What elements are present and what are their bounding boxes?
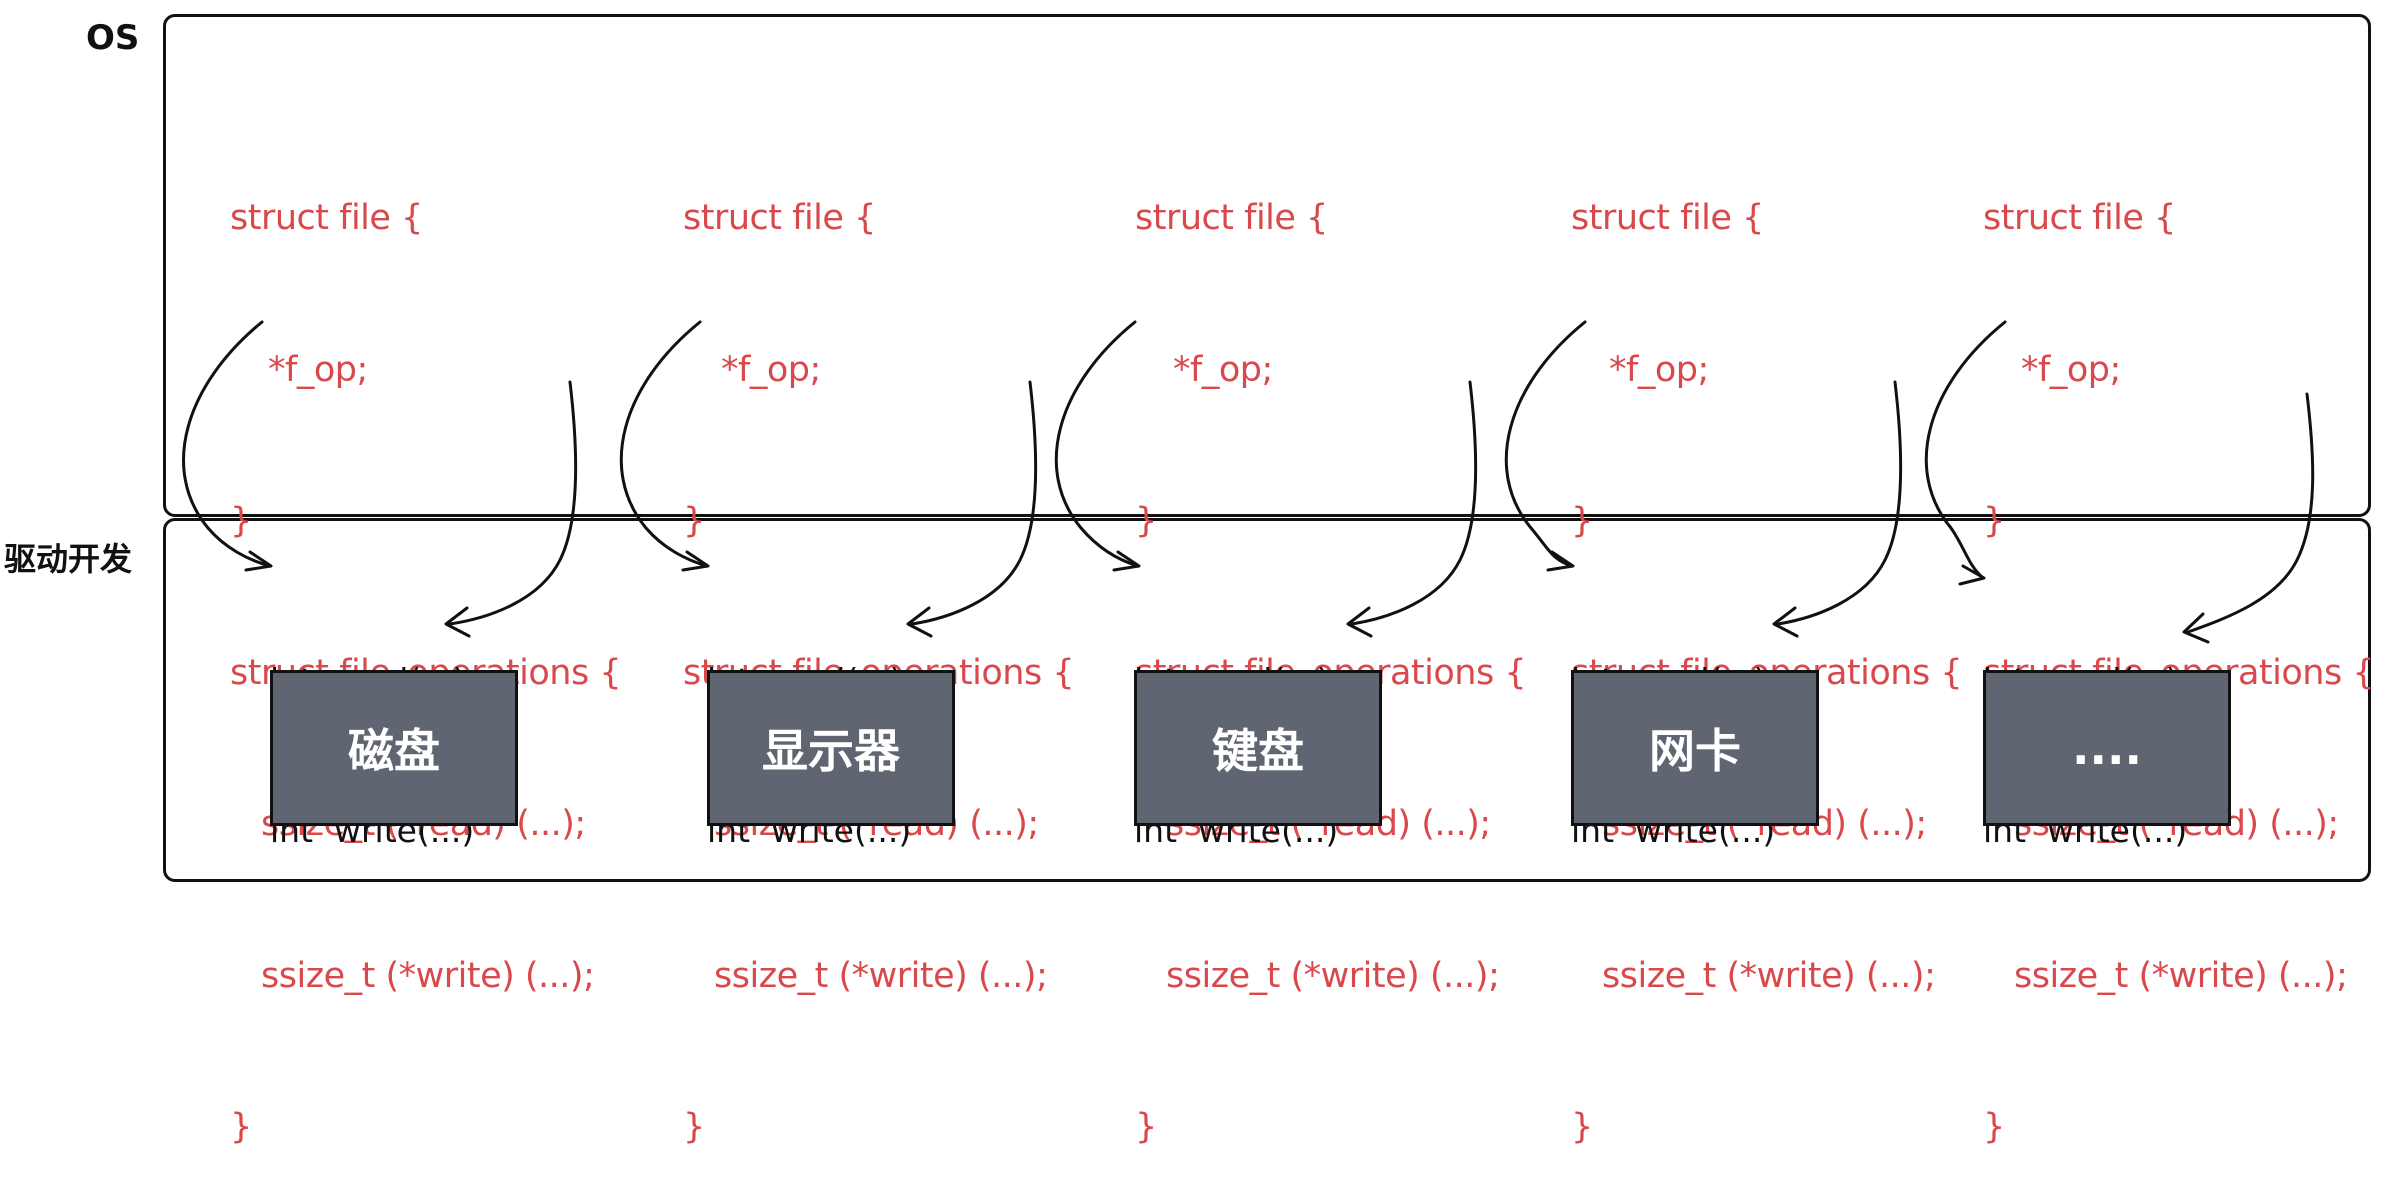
closing-brace-line: } <box>683 1107 705 1147</box>
write-pointer-line: ssize_t (*write) (...); <box>714 955 1048 996</box>
struct-file-line: struct file { <box>1571 198 1764 238</box>
closing-brace-line: } <box>1983 501 2005 541</box>
device-display: 显示器 <box>707 670 955 826</box>
struct-file-line: struct file { <box>683 198 876 238</box>
f-op-line: *f_op; <box>721 349 821 390</box>
os-layer-label: OS <box>86 18 140 58</box>
closing-brace-line: } <box>1571 1107 1593 1147</box>
device-nic: 网卡 <box>1571 670 1819 826</box>
device-disk: 磁盘 <box>270 670 518 826</box>
driver-layer-label: 驱动开发 <box>4 540 133 578</box>
write-pointer-line: ssize_t (*write) (...); <box>2014 955 2348 996</box>
struct-file-line: struct file { <box>230 198 423 238</box>
write-pointer-line: ssize_t (*write) (...); <box>261 955 595 996</box>
closing-brace-line: } <box>1135 1107 1157 1147</box>
write-pointer-line: ssize_t (*write) (...); <box>1602 955 1936 996</box>
f-op-line: *f_op; <box>1173 349 1273 390</box>
closing-brace-line: } <box>1135 501 1157 541</box>
closing-brace-line: } <box>230 501 252 541</box>
closing-brace-line: } <box>1983 1107 2005 1147</box>
closing-brace-line: } <box>1571 501 1593 541</box>
struct-file-line: struct file { <box>1135 198 1328 238</box>
f-op-line: *f_op; <box>2021 349 2121 390</box>
closing-brace-line: } <box>230 1107 252 1147</box>
struct-file-line: struct file { <box>1983 198 2176 238</box>
os-layer-box <box>163 14 2371 517</box>
write-pointer-line: ssize_t (*write) (...); <box>1166 955 1500 996</box>
f-op-line: *f_op; <box>268 349 368 390</box>
device-keyboard: 键盘 <box>1134 670 1382 826</box>
closing-brace-line: } <box>683 501 705 541</box>
f-op-line: *f_op; <box>1609 349 1709 390</box>
driver-layer-box <box>163 518 2371 882</box>
device-more: .... <box>1983 670 2231 826</box>
